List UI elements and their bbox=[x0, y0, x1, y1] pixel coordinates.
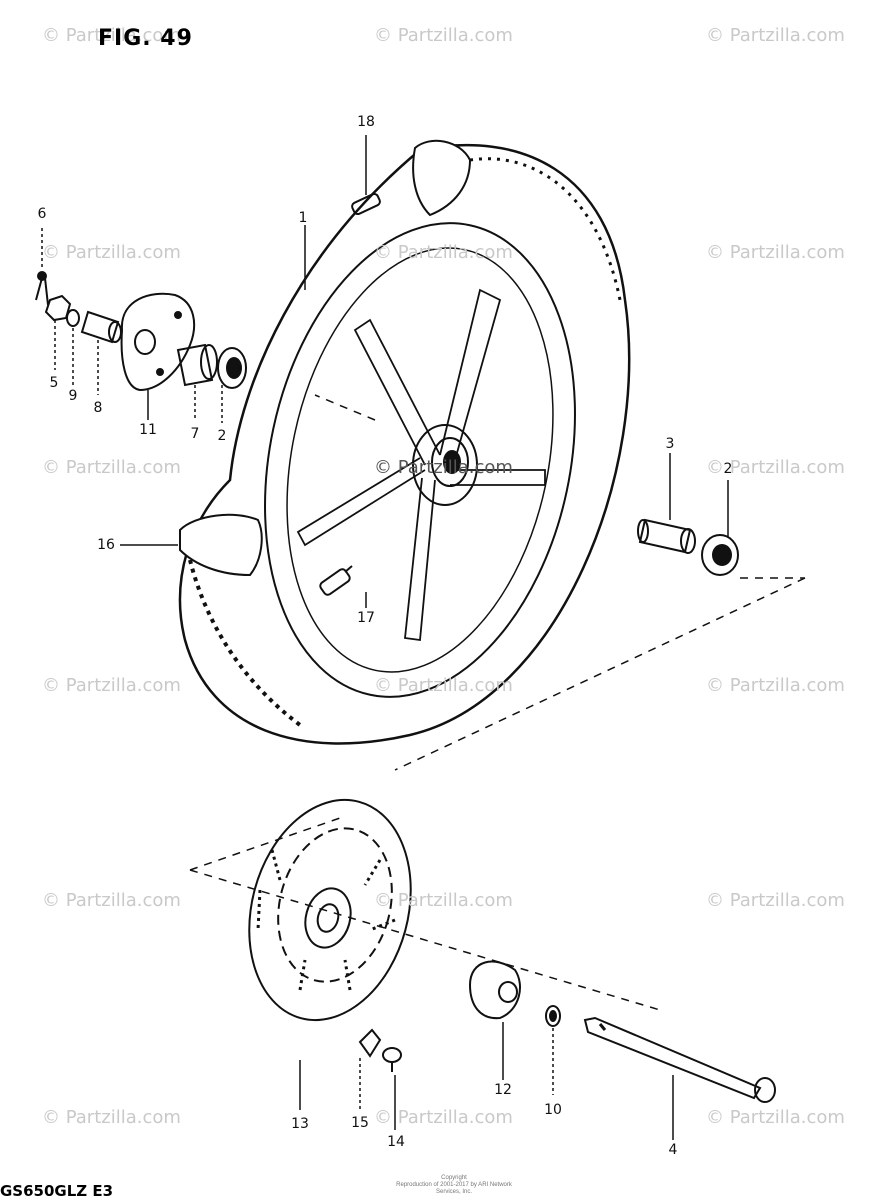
watermark: © Partzilla.com bbox=[706, 890, 845, 911]
assembly-guide-lines bbox=[189, 394, 806, 1011]
callout-14: 14 bbox=[387, 1134, 405, 1150]
spacer-8 bbox=[80, 310, 122, 344]
wheel-spokes bbox=[296, 288, 546, 642]
bearing-2-left bbox=[217, 347, 247, 389]
callout-13: 13 bbox=[291, 1116, 309, 1132]
watermark: © Partzilla.com bbox=[42, 675, 181, 696]
spacer-3 bbox=[637, 518, 696, 554]
watermark: © Partzilla.com bbox=[42, 242, 181, 263]
watermark: © Partzilla.com bbox=[42, 25, 181, 46]
callout-8: 8 bbox=[93, 400, 103, 416]
callout-18: 18 bbox=[357, 114, 375, 130]
callout-6: 6 bbox=[37, 206, 47, 222]
callout-2-left: 2 bbox=[217, 428, 227, 444]
callout-10: 10 bbox=[544, 1102, 562, 1118]
watermark: © Partzilla.com bbox=[42, 1107, 181, 1128]
washer-9 bbox=[66, 309, 80, 327]
callout-17: 17 bbox=[357, 610, 375, 626]
callout-12: 12 bbox=[494, 1082, 512, 1098]
bearing-2-right bbox=[701, 534, 739, 576]
cotter-pin bbox=[35, 271, 49, 306]
lock-washer-15 bbox=[358, 1028, 382, 1058]
tire bbox=[178, 139, 631, 745]
copyright-notice: Copyright Reproduction of 2001-2017 by A… bbox=[384, 1175, 524, 1196]
washer-10 bbox=[545, 1005, 561, 1027]
figure-label: FIG. 49 bbox=[98, 26, 193, 51]
watermark: © Partzilla.com bbox=[42, 890, 181, 911]
copyright-line-1: Copyright bbox=[441, 1175, 467, 1181]
callout-15: 15 bbox=[351, 1115, 369, 1131]
watermark: © Partzilla.com bbox=[706, 675, 845, 696]
callout-1: 1 bbox=[298, 210, 308, 226]
callout-5: 5 bbox=[49, 375, 59, 391]
tire-valve bbox=[319, 565, 353, 596]
callout-4: 4 bbox=[668, 1142, 678, 1158]
watermark: © Partzilla.com bbox=[374, 457, 513, 478]
wheel-hub bbox=[412, 424, 478, 506]
balance-weight bbox=[351, 192, 381, 216]
gear-retainer-12 bbox=[468, 960, 521, 1020]
callout-3: 3 bbox=[665, 436, 675, 452]
callout-11: 11 bbox=[139, 422, 157, 438]
front-axle-4 bbox=[583, 1016, 776, 1103]
callout-2-right: 2 bbox=[723, 461, 733, 477]
watermark: © Partzilla.com bbox=[374, 242, 513, 263]
speedometer-gearbox-11 bbox=[120, 292, 196, 392]
watermark: © Partzilla.com bbox=[706, 1107, 845, 1128]
watermark: © Partzilla.com bbox=[374, 1107, 513, 1128]
wheel-rim bbox=[264, 222, 576, 698]
watermark: © Partzilla.com bbox=[374, 890, 513, 911]
watermark: © Partzilla.com bbox=[706, 242, 845, 263]
callout-16: 16 bbox=[97, 537, 115, 553]
spacer-7 bbox=[176, 343, 218, 387]
watermark: © Partzilla.com bbox=[42, 457, 181, 478]
watermark: © Partzilla.com bbox=[706, 457, 845, 478]
model-code: GS650GLZ E3 bbox=[0, 1182, 114, 1200]
disc-bolt-14 bbox=[382, 1047, 402, 1072]
watermark: © Partzilla.com bbox=[374, 675, 513, 696]
watermark: © Partzilla.com bbox=[706, 25, 845, 46]
callout-9: 9 bbox=[68, 388, 78, 404]
copyright-line-2: Reproduction of 2001-2017 by ARI Network… bbox=[396, 1182, 512, 1195]
callout-leader-lines bbox=[41, 135, 729, 1140]
brake-disc bbox=[248, 798, 412, 1022]
watermark: © Partzilla.com bbox=[374, 25, 513, 46]
callout-7: 7 bbox=[190, 426, 200, 442]
